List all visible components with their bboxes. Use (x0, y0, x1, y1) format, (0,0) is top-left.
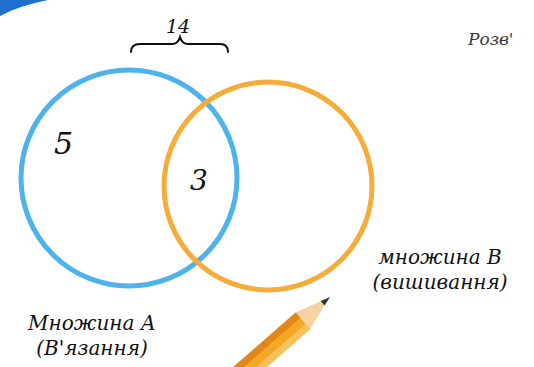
corner-strip (0, 0, 48, 16)
set-label: Множина А (В'язання) (22, 311, 162, 361)
brace-count: 14 (166, 16, 190, 37)
set-label: множина В (вишивання) (370, 245, 510, 295)
pencil (190, 289, 337, 367)
intersection-count: 3 (190, 166, 208, 197)
curly-brace (131, 37, 228, 52)
circle-stroke (164, 82, 372, 290)
header-text: Розв' (468, 30, 514, 49)
region-count: 5 (54, 125, 73, 163)
